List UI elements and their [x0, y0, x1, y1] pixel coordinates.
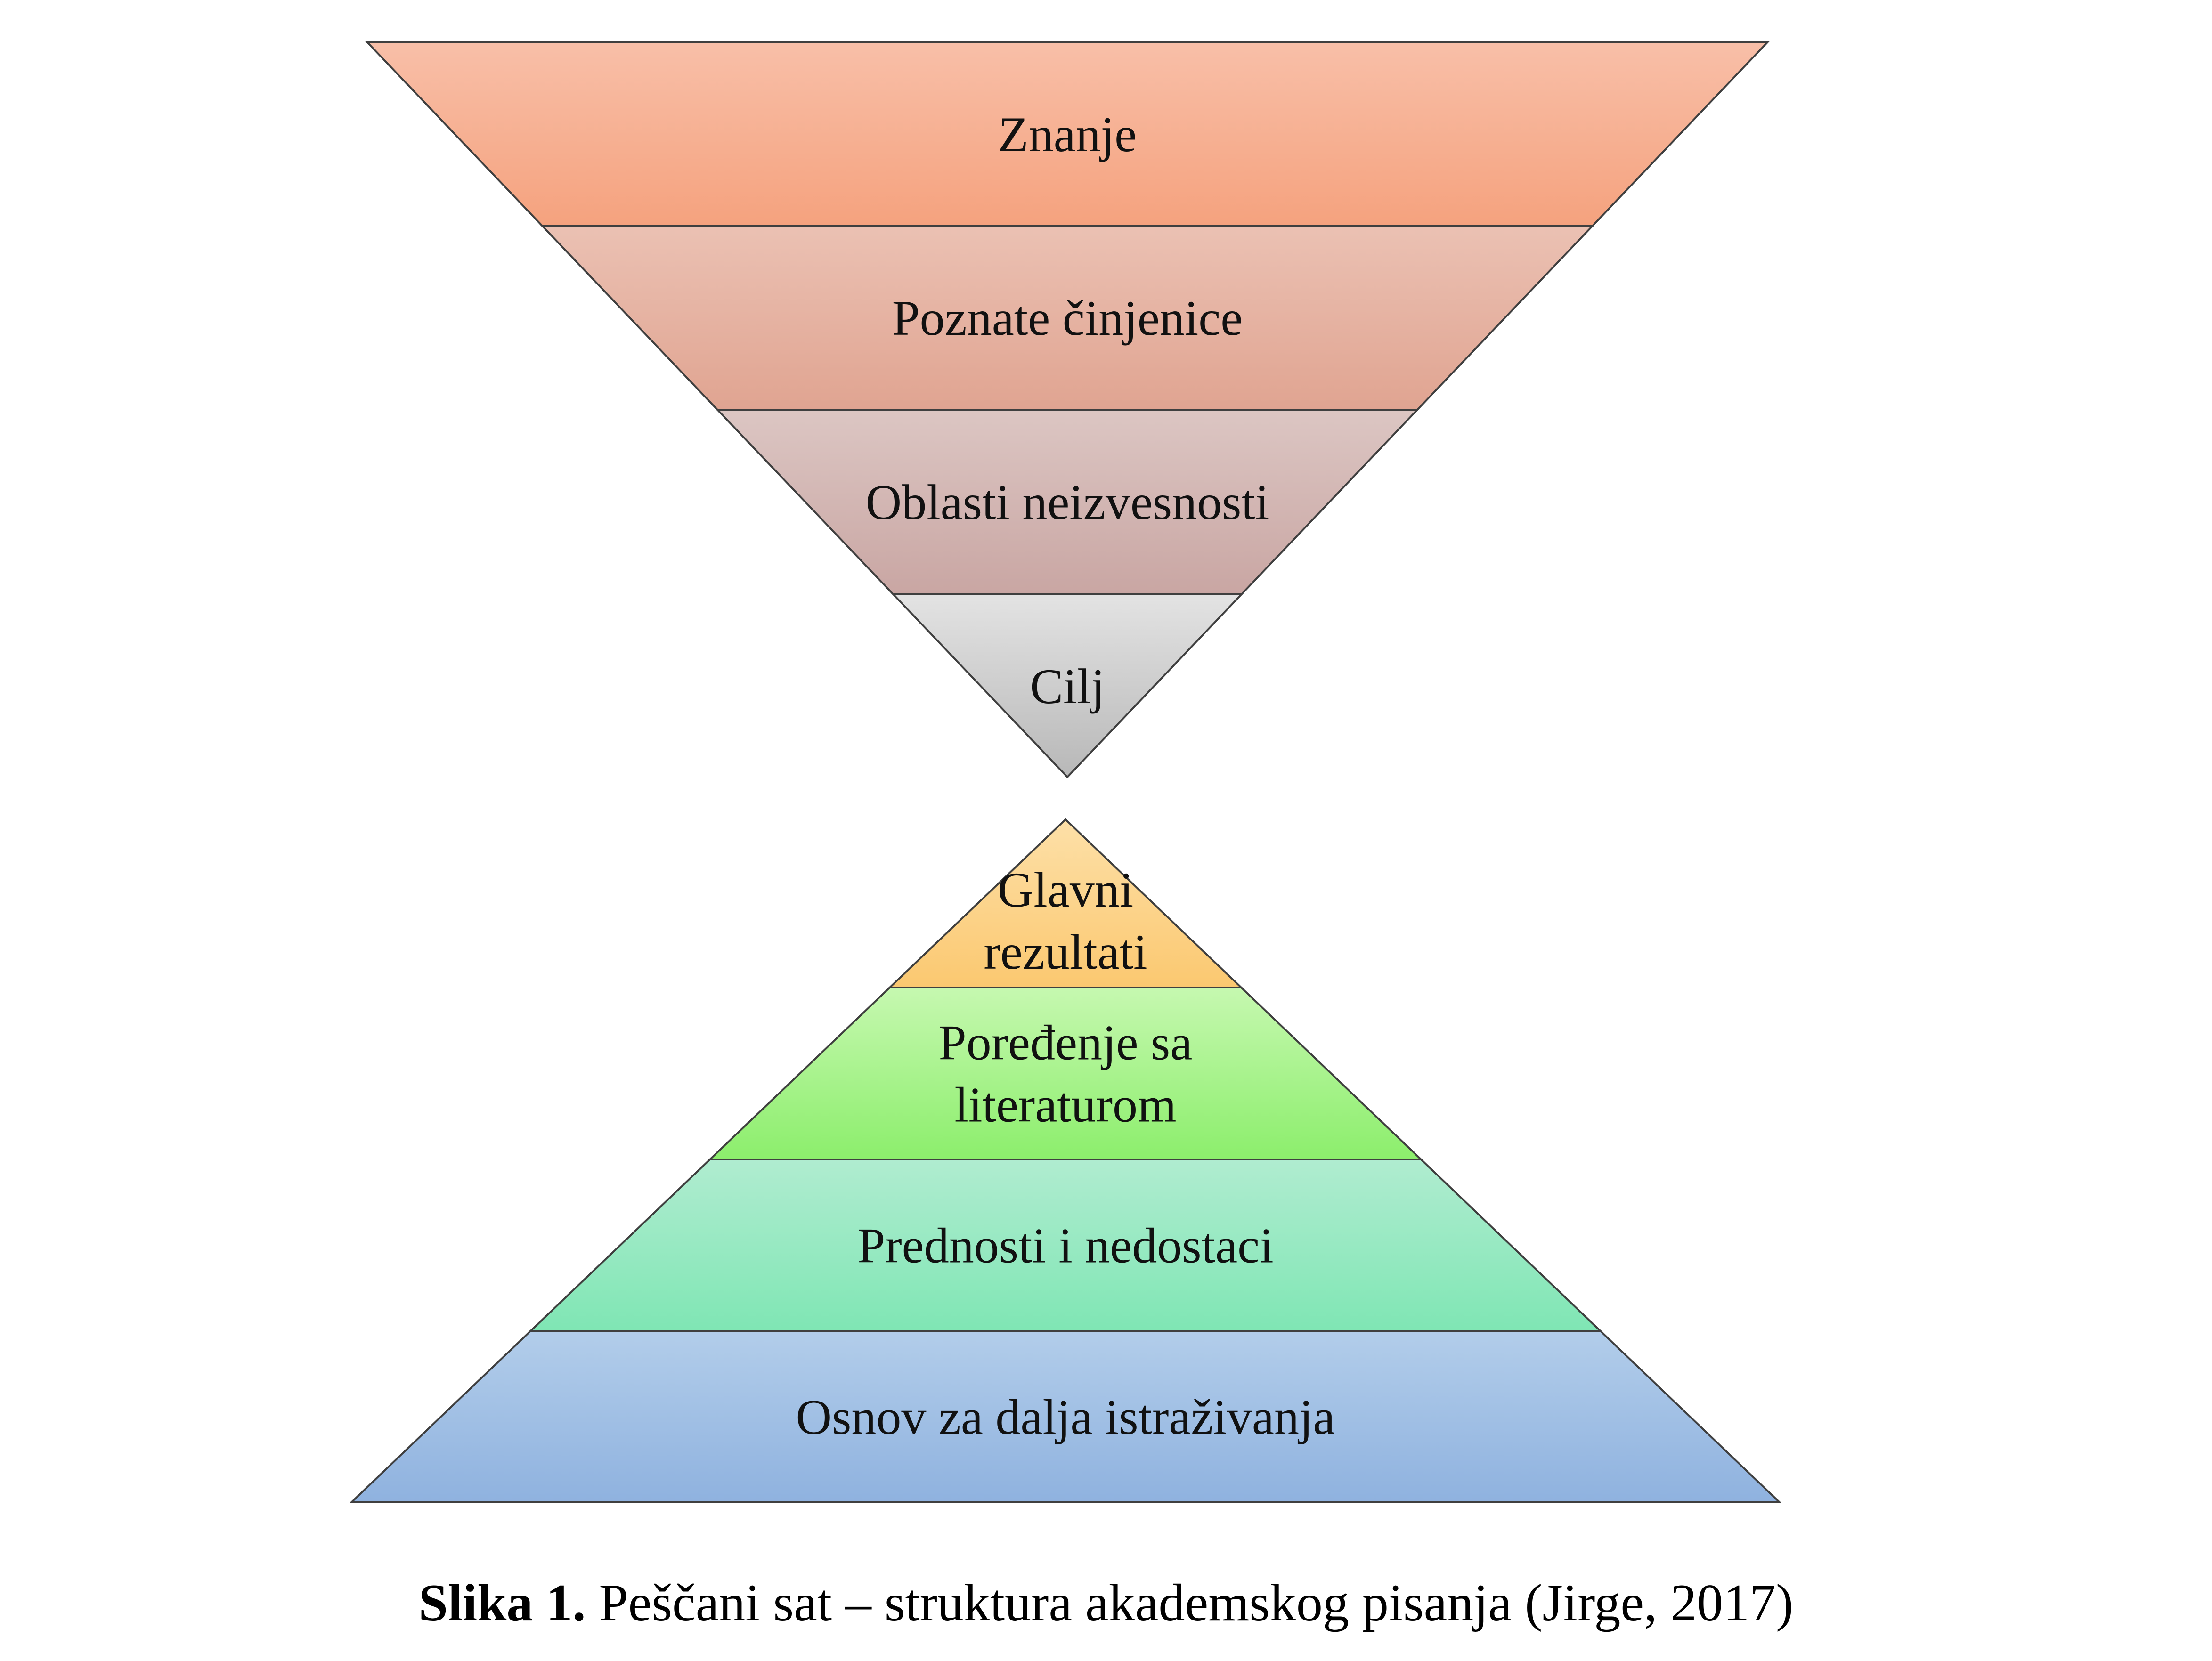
- top-layer-cilj: [891, 593, 1244, 778]
- top-label-line: Cilj: [1030, 659, 1105, 714]
- top-label-poznate-cinjenice: Poznate činjenice: [892, 291, 1243, 346]
- top-label-oblasti-neizvesnosti: Oblasti neizvesnosti: [866, 475, 1269, 530]
- caption-number: Slika 1.: [418, 1574, 586, 1632]
- bottom-label-line: literaturom: [955, 1078, 1177, 1133]
- top-label-line: Poznate činjenice: [892, 291, 1243, 346]
- top-label-cilj: Cilj: [1030, 659, 1105, 714]
- bottom-label-osnov-za-dalja-istrazivanja: Osnov za dalja istraživanja: [796, 1390, 1335, 1445]
- bottom-label-line: Prednosti i nedostaci: [857, 1218, 1273, 1273]
- bottom-label-line: Poređenje sa: [939, 1015, 1193, 1070]
- bottom-label-line: Glavni: [998, 862, 1134, 917]
- top-label-line: Znanje: [998, 107, 1137, 162]
- bottom-label-prednosti-i-nedostaci: Prednosti i nedostaci: [857, 1218, 1273, 1273]
- top-label-line: Oblasti neizvesnosti: [866, 475, 1269, 530]
- bottom-label-line: rezultati: [984, 924, 1147, 980]
- bottom-label-poredenje-sa-literaturom: Poređenje sa literaturom: [939, 1015, 1193, 1133]
- bottom-label-glavni-rezultati: Glavni rezultati: [984, 862, 1147, 980]
- bottom-layer-poredenje-sa-literaturom: [708, 987, 1423, 1160]
- figure-caption: Slika 1. Peščani sat – struktura akadems…: [0, 1573, 2212, 1634]
- caption-text: Peščani sat – struktura akademskog pisan…: [586, 1574, 1794, 1632]
- bottom-label-line: Osnov za dalja istraživanja: [796, 1390, 1335, 1445]
- top-label-znanje: Znanje: [998, 107, 1137, 162]
- bottom-layer-osnov-za-dalja-istrazivanja: [349, 1330, 1782, 1503]
